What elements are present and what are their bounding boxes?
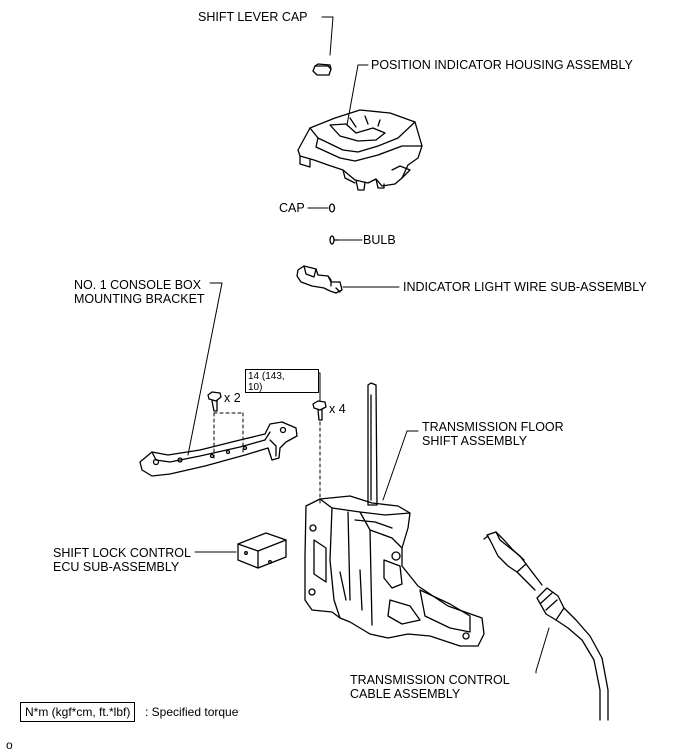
label-transmission-control-cable: TRANSMISSION CONTROL CABLE ASSEMBLY xyxy=(350,673,510,701)
leader-lines xyxy=(187,16,550,674)
position-indicator-housing-part xyxy=(297,109,423,191)
label-shift-lever-cap: SHIFT LEVER CAP xyxy=(198,10,308,24)
label-indicator-light-wire: INDICATOR LIGHT WIRE SUB-ASSEMBLY xyxy=(403,280,647,294)
corner-mark: o xyxy=(6,738,13,752)
leader-position-indicator-housing xyxy=(346,64,369,126)
label-bulb: BULB xyxy=(363,233,396,247)
legend-description: : Specified torque xyxy=(145,705,239,719)
bulb-part xyxy=(329,235,339,245)
shift-lever-cap-part xyxy=(312,63,332,76)
shift-bolt xyxy=(312,400,327,421)
cap-part xyxy=(328,203,336,213)
leader-console-bracket xyxy=(187,282,223,456)
torque-callout: 14 (143, 10) xyxy=(245,369,319,393)
transmission-control-cable-part xyxy=(483,531,609,721)
console-bracket-part xyxy=(139,421,298,477)
bracket-bolt xyxy=(207,391,222,412)
legend-torque-unit-box: N*m (kgf*cm, ft.*lbf) xyxy=(20,702,136,722)
label-console-box-bracket: NO. 1 CONSOLE BOX MOUNTING BRACKET xyxy=(74,278,205,306)
qty-shift-bolts: x 4 xyxy=(329,402,346,416)
label-transmission-floor-shift: TRANSMISSION FLOOR SHIFT ASSEMBLY xyxy=(422,420,564,448)
indicator-light-wire-part xyxy=(296,265,343,294)
leader-shift-lever-cap xyxy=(321,16,334,56)
leader-transmission-floor-shift xyxy=(382,430,419,501)
label-cap: CAP xyxy=(279,201,305,215)
leader-cable xyxy=(535,627,550,674)
label-shift-lock-ecu: SHIFT LOCK CONTROL ECU SUB-ASSEMBLY xyxy=(53,546,191,574)
shift-lock-ecu-part xyxy=(237,532,287,569)
label-position-indicator-housing: POSITION INDICATOR HOUSING ASSEMBLY xyxy=(371,58,633,72)
transmission-floor-shift-part xyxy=(304,382,485,647)
qty-bracket-bolts: x 2 xyxy=(224,391,241,405)
